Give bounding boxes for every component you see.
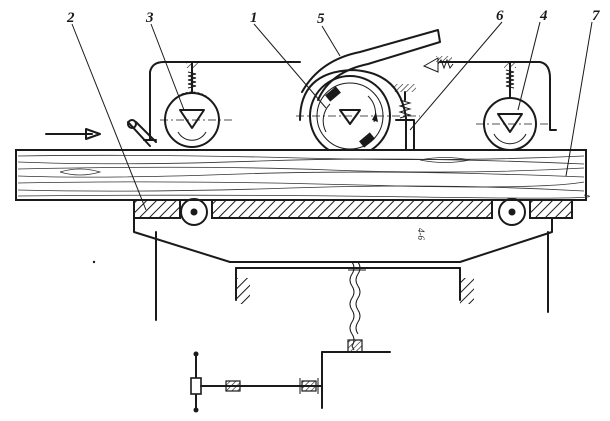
stray-dot (92, 260, 96, 264)
outfeed-roller-right (483, 61, 537, 151)
vertical-mark: 4-6 (416, 228, 426, 240)
callout-1: 1 (250, 10, 258, 26)
feed-roller-left (164, 61, 220, 148)
guard-mount (436, 56, 452, 62)
drive-shaft (190, 351, 323, 413)
feed-direction-arrow (45, 128, 101, 140)
cutter-guard (301, 29, 441, 101)
callout-5: 5 (317, 11, 325, 27)
upper-frame (149, 61, 557, 141)
table (133, 198, 573, 263)
roller-spring-right (505, 69, 515, 89)
workpiece-board (15, 149, 590, 201)
adjustment-screw (321, 261, 391, 409)
leader-lines (71, 21, 593, 211)
callout-2: 2 (66, 10, 75, 26)
callout-7: 7 (592, 8, 600, 24)
chip-breaker-spring (398, 99, 412, 119)
anti-kickback-pawl (127, 119, 157, 147)
callout-6: 6 (496, 8, 504, 24)
callout-4: 4 (539, 8, 548, 24)
roller-spring-left (187, 71, 197, 89)
guard-hinge (422, 57, 439, 73)
callout-3: 3 (145, 10, 154, 26)
machine-base (155, 231, 549, 321)
